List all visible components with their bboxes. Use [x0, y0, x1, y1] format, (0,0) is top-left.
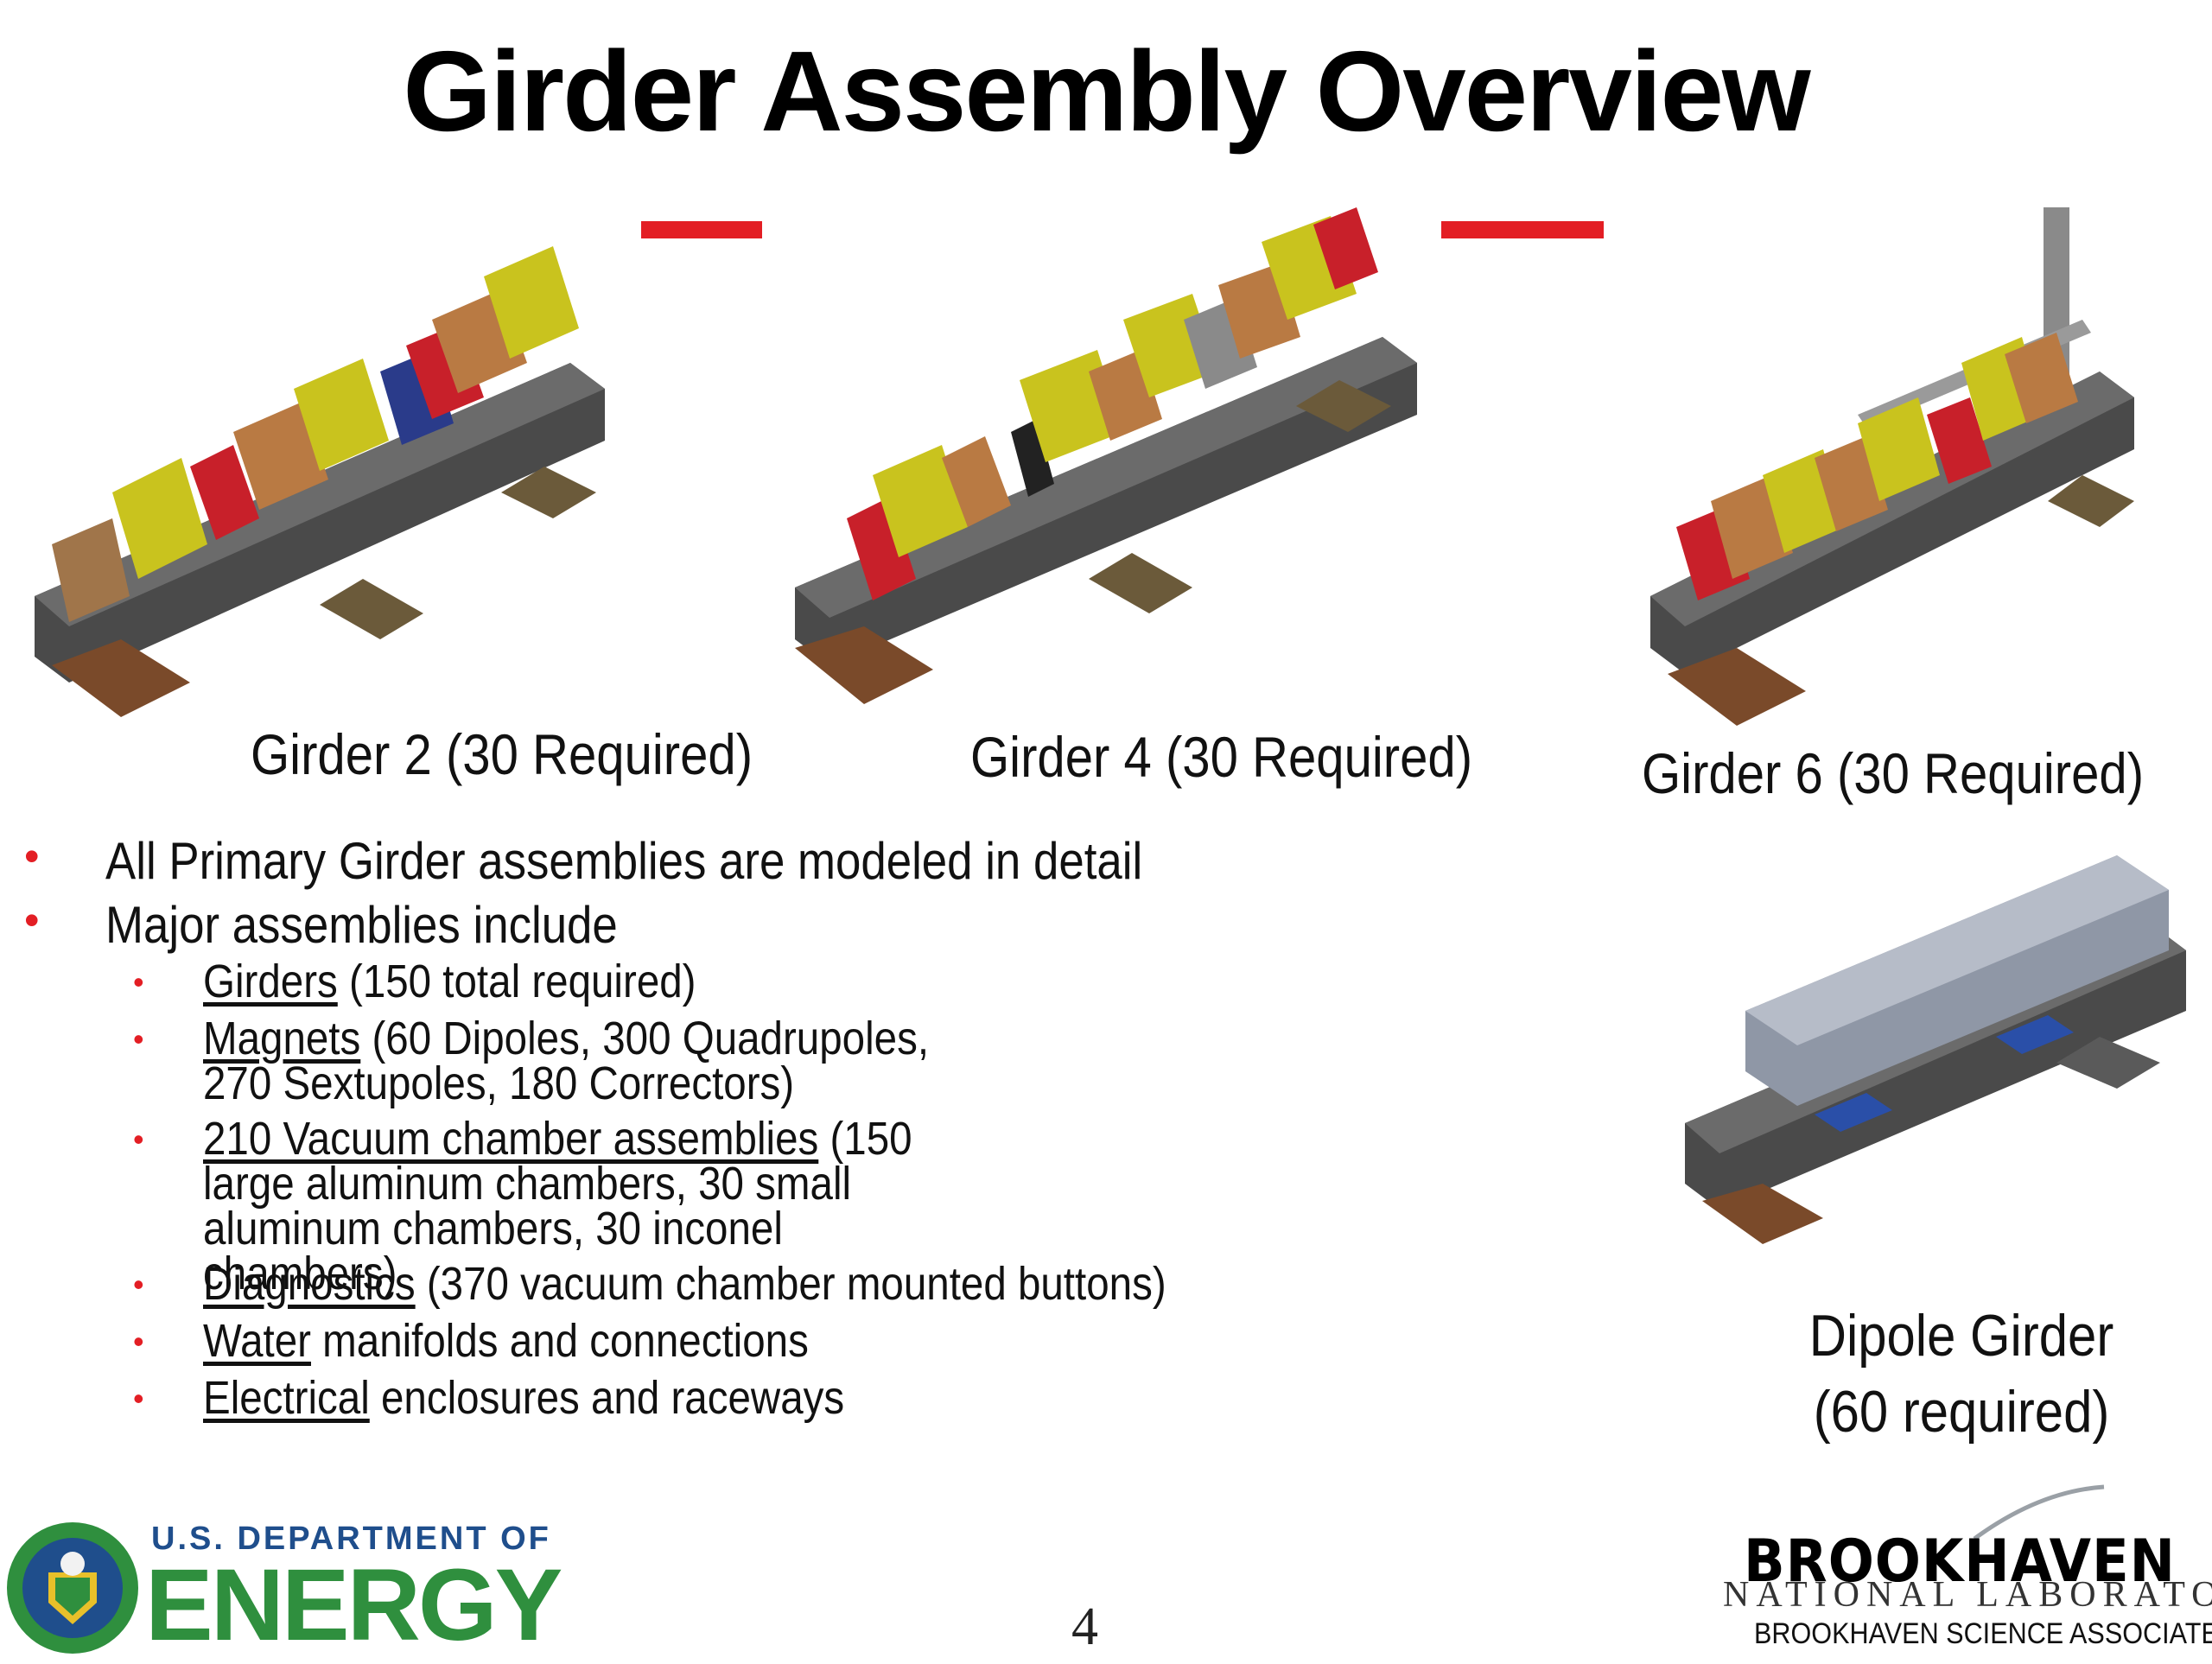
bnl-logo-line2: NATIONAL LABORATORY	[1723, 1575, 2212, 1615]
sub-bullet-electrical-term: Electrical	[203, 1372, 370, 1424]
girder-6-caption: Girder 6 (30 Required)	[1642, 741, 2145, 805]
sub-bullet-water-text: manifolds and connections	[310, 1315, 809, 1367]
sub-bullet-electrical: Electrical enclosures and raceways	[203, 1375, 1260, 1421]
sub-bullet-dot: •	[133, 1267, 144, 1302]
sub-bullet-magnets-text: (60 Dipoles, 300 Quadrupoles, 270 Sextup…	[203, 1013, 930, 1109]
sub-bullet-girders-text: (150 total required)	[337, 956, 696, 1007]
sub-bullet-vacuum: 210 Vacuum chamber assemblies (150 large…	[203, 1113, 963, 1299]
girder-4-image	[795, 207, 1417, 704]
girder-2-image	[35, 246, 605, 717]
bullet-dot: •	[24, 896, 40, 944]
sub-bullet-dot: •	[133, 964, 144, 1000]
sub-bullet-water: Water manifolds and connections	[203, 1318, 1260, 1364]
bullet-dot: •	[24, 832, 40, 880]
bnl-swoosh-icon	[1973, 1484, 2105, 1541]
bullet-item-1: All Primary Girder assemblies are modele…	[105, 832, 1143, 890]
slide-title: Girder Assembly Overview	[403, 28, 1810, 155]
sub-bullet-magnets-term: Magnets	[203, 1013, 361, 1064]
sub-bullet-electrical-text: enclosures and raceways	[369, 1372, 845, 1424]
dipole-girder-caption: Dipole Girder (60 required)	[1771, 1298, 2152, 1450]
doe-logo-line1: U.S. DEPARTMENT OF	[151, 1521, 551, 1557]
sub-bullet-dot: •	[133, 1121, 144, 1157]
sub-bullet-dot: •	[133, 1381, 144, 1416]
dipole-caption-line2: (60 required)	[1813, 1379, 2110, 1445]
red-accent-bar-right	[1441, 221, 1604, 238]
sub-bullet-girders-term: Girders	[203, 956, 338, 1007]
red-accent-bar-left	[641, 221, 762, 238]
girder-2-caption: Girder 2 (30 Required)	[251, 722, 753, 786]
doe-seal-icon	[7, 1522, 138, 1654]
page-number: 4	[1071, 1597, 1098, 1656]
sub-bullet-water-term: Water	[203, 1315, 311, 1367]
sub-bullet-vacuum-text: (150 large aluminum chambers, 30 small a…	[203, 1113, 912, 1299]
sub-bullet-diagnostics: Diagnostics (370 vacuum chamber mounted …	[203, 1261, 1260, 1307]
sub-bullet-magnets: Magnets (60 Dipoles, 300 Quadrupoles, 27…	[203, 1013, 979, 1109]
sub-bullet-dot: •	[133, 1021, 144, 1057]
girder-6-image	[1650, 207, 2134, 726]
dipole-caption-line1: Dipole Girder	[1808, 1303, 2114, 1369]
sub-bullet-vacuum-term: 210 Vacuum chamber assemblies	[203, 1113, 819, 1165]
bnl-logo-line1: BROOKHAVEN	[1744, 1527, 2176, 1596]
sub-bullet-girders: Girders (150 total required)	[203, 956, 1260, 1007]
bnl-logo-line3: BROOKHAVEN SCIENCE ASSOCIATES	[1754, 1617, 2212, 1650]
sub-bullet-diagnostics-text: (370 vacuum chamber mounted buttons)	[415, 1258, 1166, 1310]
girder-4-caption: Girder 4 (30 Required)	[970, 725, 1473, 789]
dipole-girder-image	[1685, 855, 2186, 1244]
doe-logo-line2: ENERGY	[145, 1548, 563, 1662]
sub-bullet-dot: •	[133, 1324, 144, 1359]
sub-bullet-diagnostics-term: Diagnostics	[203, 1258, 416, 1310]
bullet-item-2: Major assemblies include	[105, 896, 618, 954]
